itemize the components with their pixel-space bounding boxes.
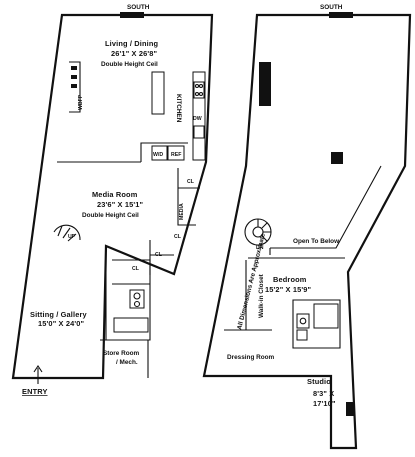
- cl-label-1: CL: [187, 179, 195, 185]
- cl-label-3: CL: [155, 252, 163, 258]
- media-cl-label: MEDIA: [179, 203, 185, 220]
- entry-label: ENTRY: [22, 387, 48, 396]
- ref-label: REF: [171, 152, 181, 158]
- studio-dims: 8'3" X: [313, 389, 334, 398]
- studio-dims-2: 17'10": [313, 399, 336, 408]
- kitchen-stove: [193, 81, 205, 99]
- kitchen-label: KITCHEN: [175, 94, 182, 123]
- walkin-label: Walk-in Closet: [258, 273, 265, 318]
- upper-level-outer-wall: [202, 13, 412, 450]
- open-to-below-label: Open To Below: [293, 238, 339, 245]
- upper-bath-wall: [292, 299, 341, 349]
- living-note: Double Height Ceil: [101, 61, 158, 68]
- cl-label-2: CL: [174, 234, 182, 240]
- wd-label: W/D: [153, 152, 163, 158]
- fireplace: [69, 61, 81, 113]
- bedroom-name: Bedroom: [273, 275, 307, 284]
- media-name: Media Room: [92, 190, 138, 199]
- dn-label: DN: [256, 245, 264, 251]
- entry-arrow: [33, 365, 43, 384]
- wd-box: [151, 145, 168, 161]
- upper-wc: [296, 329, 308, 341]
- living-name: Living / Dining: [105, 39, 158, 48]
- lower-south-window-block: [120, 12, 144, 18]
- bath-tub: [113, 317, 149, 333]
- compass-south-right: SOUTH: [320, 4, 343, 11]
- upper-bath-tub: [313, 303, 339, 329]
- kitchen-sink: [193, 125, 205, 139]
- studio-window: [346, 402, 354, 416]
- store-sub: / Mech.: [116, 359, 138, 366]
- living-dims: 26'1" X 26'8": [111, 49, 158, 58]
- wbfp-label: WBFP: [78, 94, 84, 110]
- studio-name: Studio: [307, 377, 331, 386]
- store-name: Store Room: [103, 350, 140, 357]
- dressing-label: Dressing Room: [227, 354, 275, 361]
- media-note: Double Height Ceil: [82, 212, 139, 219]
- kitchen-wall: [140, 142, 188, 162]
- media-dims: 23'6" X 15'1": [97, 200, 144, 209]
- kitchen-island: [151, 71, 165, 115]
- upper-level-plan: SOUTH DN Open To Below All Dimensions Ar…: [202, 4, 412, 450]
- media-closet-wall: [177, 168, 196, 226]
- upper-west-column: [259, 62, 271, 106]
- bedroom-dims: 15'2" X 15'9": [265, 285, 312, 294]
- up-label: UP: [68, 234, 76, 240]
- upper-south-window-block: [329, 12, 353, 18]
- store-room-wall: [100, 339, 149, 378]
- bedroom-north-wall: [248, 248, 345, 259]
- sitting-name: Sitting / Gallery: [30, 310, 87, 319]
- compass-south-left: SOUTH: [127, 4, 150, 11]
- cl-label-4: CL: [132, 266, 140, 272]
- sitting-dims: 15'0" X 24'0": [38, 319, 85, 328]
- open-to-below-rail: [270, 165, 382, 249]
- upper-bath-sink: [296, 313, 310, 329]
- spiral-stair-upper: [244, 218, 272, 246]
- lower-level-plan: SOUTH Living / Dining 26'1" X 26'8" Doub…: [11, 4, 214, 396]
- ref-box: [167, 145, 185, 161]
- spiral-stair-lower: [53, 224, 81, 242]
- upper-column-block: [331, 152, 343, 164]
- dw-label: DW: [193, 116, 202, 122]
